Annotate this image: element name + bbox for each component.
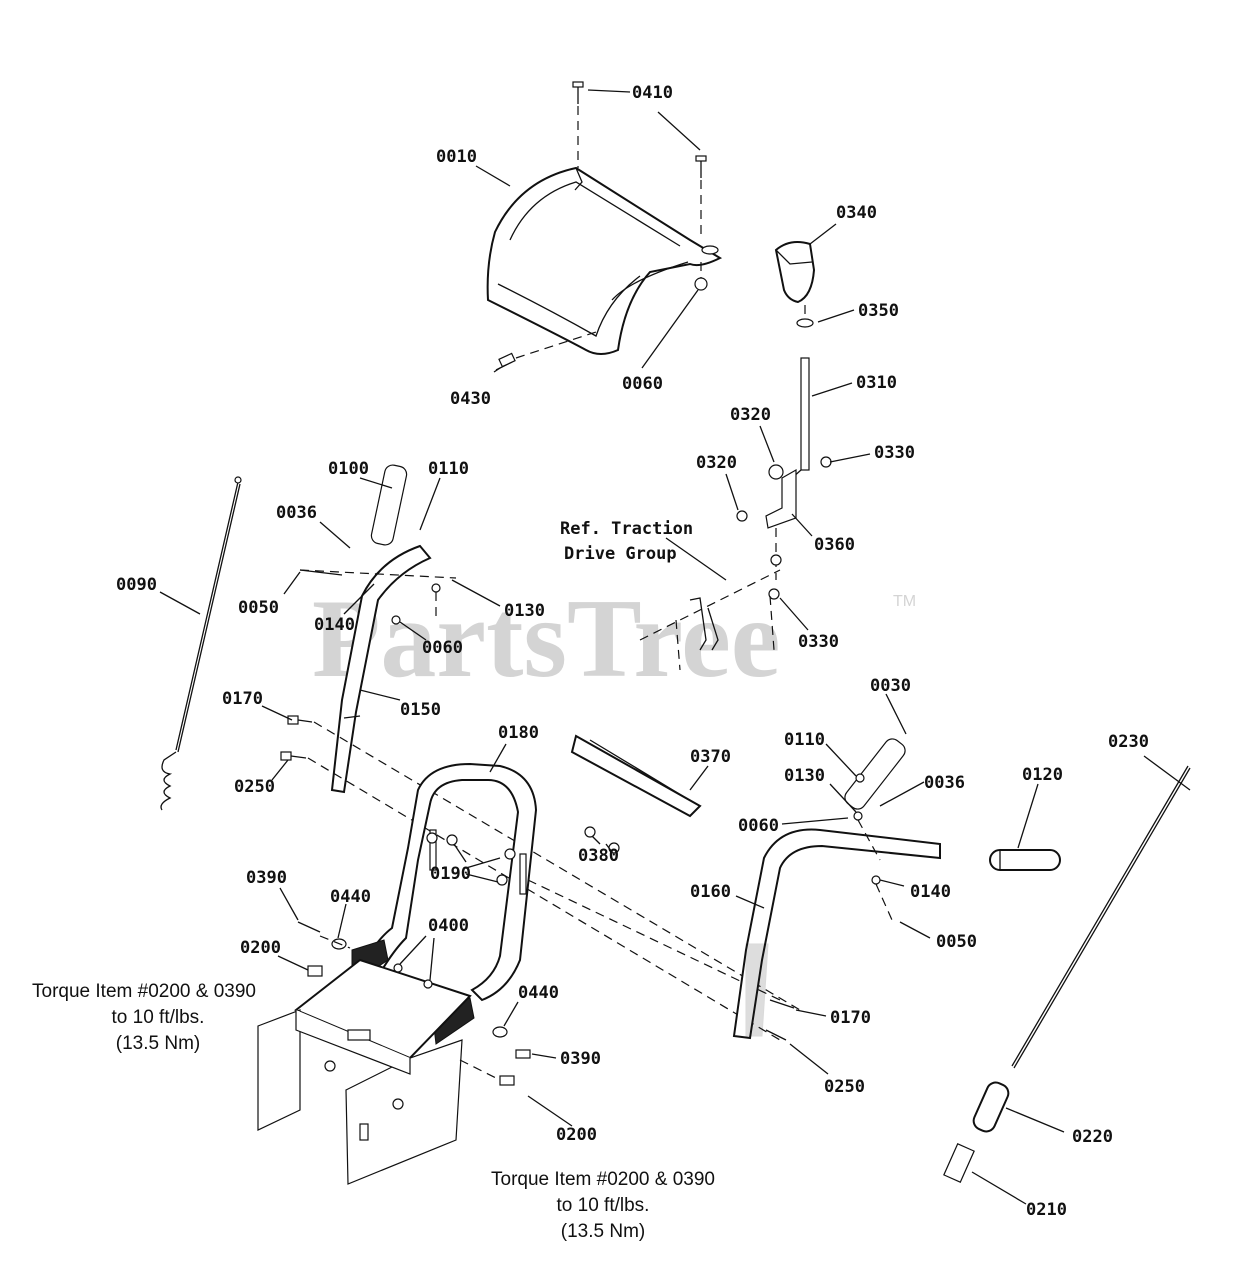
torque-note-bottom-line2: to 10 ft/lbs. [557,1195,650,1216]
discharge-hood [486,166,723,355]
bolt-0410-b [695,155,707,178]
bolt-0170-left [287,715,313,725]
bolt-0390-right [515,1049,531,1059]
callout-0370: 0370 [690,747,731,767]
bolt-0430 [495,352,516,371]
callout-0390-left: 0390 [246,868,287,888]
callout-0100: 0100 [328,459,369,479]
torque-note-bottom: Torque Item #0200 & 0390 to 10 ft/lbs. (… [491,1169,715,1242]
torque-note-left-line2: to 10 ft/lbs. [112,1007,205,1028]
callout-0110-left: 0110 [428,459,469,479]
bolt-0250-right [765,1029,787,1041]
nut-0400-b [423,979,433,989]
callout-0330-lower: 0330 [798,632,839,652]
callout-0230: 0230 [1108,732,1149,752]
bolt-0200-left [307,965,323,977]
leader-lines [159,89,1191,1205]
callout-0340: 0340 [836,203,877,223]
callout-0250-right: 0250 [824,1077,865,1097]
callout-0190: 0190 [430,864,471,884]
callout-0440-right: 0440 [518,983,559,1003]
callout-0010: 0010 [436,147,477,167]
callout-0320-lower: 0320 [696,453,737,473]
washer-0440-right [492,1026,508,1038]
callout-0036-left: 0036 [276,503,317,523]
callout-0180: 0180 [498,723,539,743]
callout-0050-left: 0050 [238,598,279,618]
bolt-0250-left [280,751,307,761]
torque-note-left-line3: (13.5 Nm) [116,1033,200,1054]
bolt-0410-a [572,81,584,104]
cable-0090 [160,476,242,811]
callout-0220: 0220 [1072,1127,1113,1147]
callout-0130-right: 0130 [784,766,825,786]
grip-0120 [989,849,1061,871]
reference-label-line2: Drive Group [564,544,677,564]
torque-note-left-line1: Torque Item #0200 & 0390 [32,981,256,1002]
callout-0210: 0210 [1026,1200,1067,1220]
left-upper-handle [330,464,432,794]
callout-0140-left: 0140 [314,615,355,635]
callout-0200-left: 0200 [240,938,281,958]
cable-0230 [943,765,1191,1183]
nut-0190-a [446,834,458,846]
callout-0200-right: 0200 [556,1125,597,1145]
callout-0350: 0350 [858,301,899,321]
callout-0310: 0310 [856,373,897,393]
torque-note-bottom-line3: (13.5 Nm) [561,1221,645,1242]
handle-mount-frame [257,958,472,1185]
reference-label-line1: Ref. Traction [560,519,693,539]
callout-0430: 0430 [450,389,491,409]
bolt-0390-left [297,921,321,933]
callout-0090: 0090 [116,575,157,595]
callout-0170-right: 0170 [830,1008,871,1028]
callout-0110-right: 0110 [784,730,825,750]
callout-0400: 0400 [428,916,469,936]
shift-bracket [736,456,832,529]
bolt-0170-right [769,999,795,1009]
nut-0400-a [393,963,403,973]
watermark-trademark: TM [893,593,916,610]
callout-0380: 0380 [578,846,619,866]
callout-0320-upper: 0320 [730,405,771,425]
callout-0360: 0360 [814,535,855,555]
callout-0130-left: 0130 [504,601,545,621]
callout-0060-right: 0060 [738,816,779,836]
washer-0350 [796,318,814,328]
callout-0036-right: 0036 [924,773,965,793]
callout-0120: 0120 [1022,765,1063,785]
callout-0160: 0160 [690,882,731,902]
nut-0190-c [504,848,516,860]
watermark: PartsTree [312,577,781,701]
control-knob [774,241,816,304]
traction-drive-reference [639,569,781,671]
callout-0330-upper: 0330 [874,443,915,463]
torque-note-left: Torque Item #0200 & 0390 to 10 ft/lbs. (… [32,981,256,1054]
callout-0410: 0410 [632,83,673,103]
callout-0390-right: 0390 [560,1049,601,1069]
callout-0050-right: 0050 [936,932,977,952]
callout-0140-right: 0140 [910,882,951,902]
callout-0150: 0150 [400,700,441,720]
callout-labels: 0410 0010 0340 0350 0060 0430 0310 0320 … [116,83,1149,1220]
nut-0190-b [426,832,438,844]
callout-0060-left: 0060 [422,638,463,658]
callout-0250-left: 0250 [234,777,275,797]
control-bar-0370 [570,734,702,854]
right-upper-handle [732,738,941,1040]
nut-0190-d [496,874,508,886]
callout-0440-left: 0440 [330,887,371,907]
callout-0060: 0060 [622,374,663,394]
torque-note-bottom-line1: Torque Item #0200 & 0390 [491,1169,715,1190]
callout-0030: 0030 [870,676,911,696]
bolt-0200-right [499,1075,515,1086]
callout-0170-left: 0170 [222,689,263,709]
